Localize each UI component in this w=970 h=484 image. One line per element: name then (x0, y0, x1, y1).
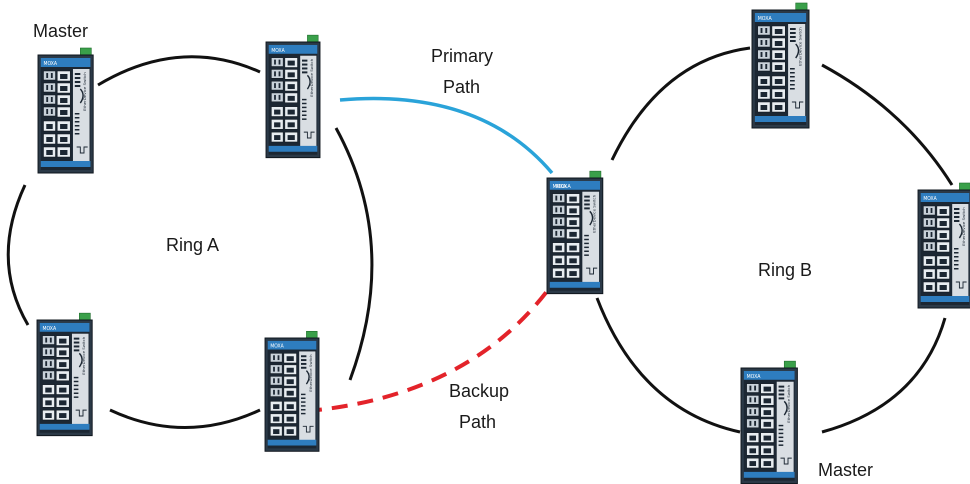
ring-b-segment-lower-right (821, 317, 947, 434)
primary-path-label-line2: Path (443, 77, 480, 97)
switch-ring-b-master (740, 360, 799, 484)
ring-a-segment-bottom (109, 408, 261, 429)
primary-path-label-line1: Primary (431, 46, 493, 66)
switch-ring-a-coupling (264, 330, 320, 452)
master-label-ring-b: Master (818, 460, 873, 480)
ring-a-segment-right (334, 127, 374, 381)
ring-b-loop (595, 46, 954, 434)
ring-a-loop (6, 55, 374, 429)
ring-b-segment-upper-right (821, 63, 954, 186)
switch-ring-a-bottom-left (36, 312, 93, 437)
backup-path-line (279, 288, 550, 415)
primary-path-line (339, 96, 554, 175)
backup-path-label-line2: Path (459, 412, 496, 432)
switch-ring-b-right (917, 182, 970, 309)
ring-b-segment-lower-left (595, 297, 741, 434)
switch-brand-label: MOXA (556, 184, 571, 190)
ring-a-segment-top (97, 55, 261, 87)
switch-ring-a-top-right (265, 34, 321, 159)
ring-a-label: Ring A (166, 235, 219, 255)
switch-ring-a-master (37, 47, 94, 174)
ring-b-label: Ring B (758, 260, 812, 280)
ring-a-segment-left (6, 184, 30, 326)
master-label-ring-a: Master (33, 21, 88, 41)
backup-path-label-line1: Backup (449, 381, 509, 401)
ring-b-segment-upper-left (610, 46, 751, 161)
switch-ring-b-top (751, 2, 810, 129)
